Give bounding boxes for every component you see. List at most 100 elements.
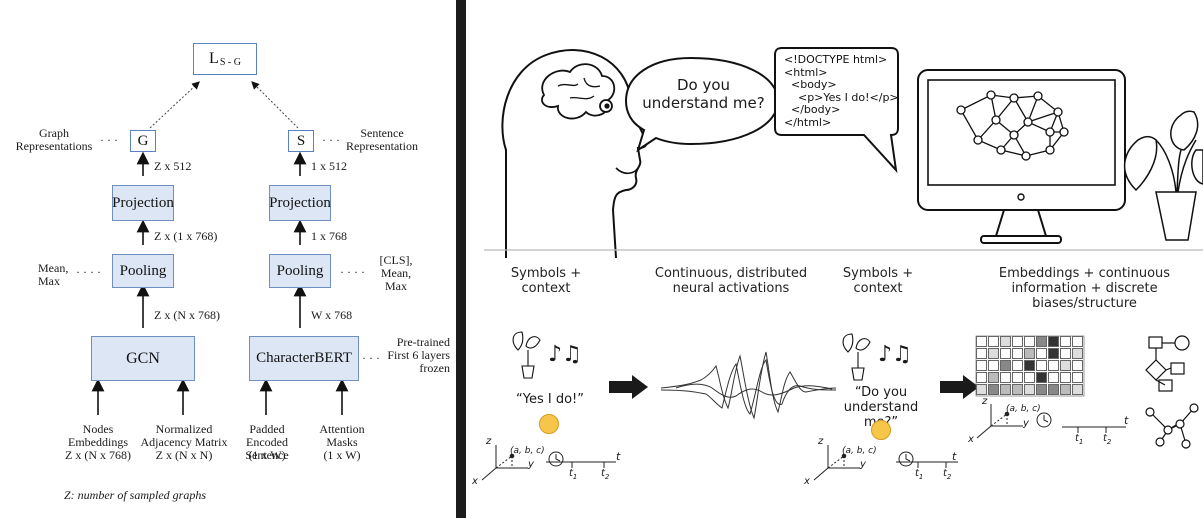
coord-left: (a, b, c) [510, 446, 545, 456]
graph-to-loss-arrow [149, 81, 200, 129]
graph-rep-dots: · · · [100, 133, 118, 147]
right-pool-dim: 1 x 768 [311, 229, 347, 243]
neural-waveform [660, 351, 837, 420]
t2-embed-main: t [1103, 433, 1107, 444]
embedding-cell [1072, 348, 1083, 359]
left-pool-dots: · · · · [76, 265, 101, 279]
embedding-cell [1012, 360, 1023, 371]
axis-z-embed: z [982, 396, 988, 407]
grin-emoji-right [871, 420, 891, 440]
speech-text: Do you understand me? [642, 76, 765, 112]
embedding-cell [1000, 348, 1011, 359]
left-pool-note: Mean, Max [38, 261, 69, 288]
embedding-cell [976, 372, 987, 383]
code-bubble [774, 47, 899, 174]
small-plant-icon-left [512, 331, 541, 379]
axes-3d-embed [976, 404, 1126, 439]
left-diagram-arrows [91, 81, 349, 415]
embedding-cell [988, 360, 999, 371]
embedding-cell [1072, 360, 1083, 371]
t1-embed-sub: 1 [1078, 438, 1084, 446]
code-line: <p>Yes I do!</p> [784, 90, 899, 104]
embedding-cell [1060, 360, 1071, 371]
monitor-power [1017, 193, 1025, 201]
graph-network-icon [1145, 403, 1199, 449]
embedding-cell [1024, 336, 1035, 347]
embedding-cell [976, 384, 987, 395]
left-proj-dim: Z x 512 [154, 159, 192, 173]
charbert-box: CharacterBERT [249, 336, 359, 381]
axis-y-embed: y [1023, 418, 1029, 429]
right-proj-dim: 1 x 512 [311, 159, 347, 173]
embedding-cell [988, 348, 999, 359]
music-notes-right: ♪♫ [878, 342, 912, 367]
header-neural: Continuous, distributed neural activatio… [654, 266, 808, 296]
panel-divider [456, 0, 466, 518]
left-projection-box: Projection [112, 185, 174, 221]
axis-x-embed: x [968, 434, 974, 445]
charbert-note: Pre-trained First 6 layers frozen [387, 335, 450, 375]
embedding-cell [1060, 348, 1071, 359]
input-adj-title: Normalized Adjacency Matrix [140, 422, 228, 449]
embedding-cell [1048, 372, 1059, 383]
embedding-cell [988, 372, 999, 383]
small-plant-icon-right [842, 333, 871, 381]
code-block: <!DOCTYPE html> <html> <body> <p>Yes I d… [784, 53, 899, 129]
monitor-base [980, 235, 1062, 244]
big-arrow-left [609, 375, 648, 399]
flowchart-icon [1145, 335, 1190, 392]
input-adj-dim: Z x (N x N) [155, 448, 213, 462]
embedding-cell [1036, 348, 1047, 359]
coord-embed: (a, b, c) [1006, 404, 1041, 414]
t2-right: t2 [943, 468, 951, 481]
embedding-cell [1000, 336, 1011, 347]
grin-emoji-left [539, 414, 559, 434]
header-embeddings: Embeddings + continuous information + di… [998, 266, 1171, 311]
embedding-cell [1012, 348, 1023, 359]
t1-right-sub: 1 [918, 473, 924, 481]
embedding-cell [1036, 372, 1047, 383]
t2-embed: t2 [1103, 433, 1111, 446]
monitor-stand [995, 209, 1047, 237]
big-arrow-right [940, 375, 979, 399]
code-line: </html> [784, 115, 832, 129]
axis-z-right: z [818, 436, 824, 447]
input-mask-title: Attention Masks [319, 422, 365, 449]
axis-t-left: t [616, 450, 621, 463]
left-enc-dim: Z x (N x 768) [154, 308, 220, 322]
t2-left-main: t [601, 468, 605, 479]
embedding-cell [1000, 360, 1011, 371]
embedding-cell [1012, 384, 1023, 395]
embedding-cell [1036, 384, 1047, 395]
t2-left-sub: 2 [604, 473, 610, 481]
embedding-cell [1060, 336, 1071, 347]
embedding-cell [988, 384, 999, 395]
input-padded-title: Padded Encoded Sentence [245, 422, 289, 462]
axis-z-left: z [486, 436, 492, 447]
embedding-cell [976, 336, 987, 347]
t1-embed-main: t [1075, 433, 1079, 444]
graph-node-box: G [130, 130, 156, 152]
t1-left: t1 [569, 468, 577, 481]
t1-left-main: t [569, 468, 573, 479]
right-enc-dim: W x 768 [311, 308, 353, 322]
embedding-cell [1036, 336, 1047, 347]
sentence-node-box: S [288, 130, 314, 152]
axis-x-left: x [472, 476, 478, 487]
sentence-to-loss-arrow [251, 81, 299, 129]
embedding-cell [1024, 360, 1035, 371]
t2-left: t2 [601, 468, 609, 481]
t2-embed-sub: 2 [1106, 438, 1112, 446]
axis-y-right: y [860, 459, 866, 470]
input-nodes-dim: Z x (N x 768) [65, 448, 131, 462]
embedding-cell [1024, 372, 1035, 383]
plant-icon [1123, 110, 1203, 241]
axes-3d-left [481, 445, 616, 481]
loss-main: L [209, 50, 219, 67]
t1-embed: t1 [1075, 433, 1083, 446]
axis-y-left: y [528, 459, 534, 470]
right-projection-box: Projection [269, 185, 331, 221]
embedding-cell [1072, 336, 1083, 347]
